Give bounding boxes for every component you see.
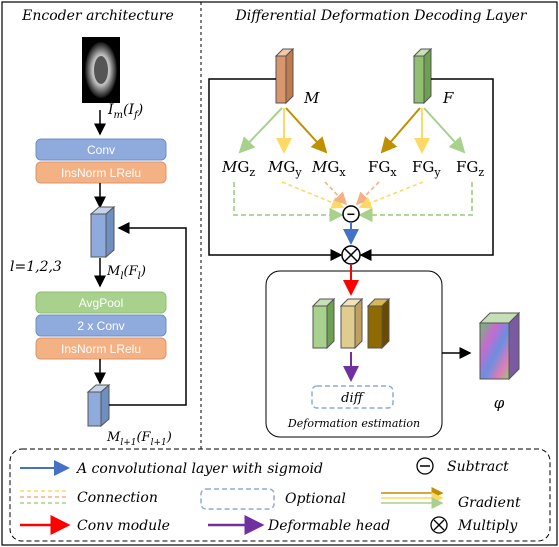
conn-fgx	[355, 181, 380, 206]
fgz-label: FGz	[456, 158, 484, 179]
conn-fgz	[358, 182, 473, 223]
f-label: F	[442, 89, 454, 107]
loop-back-arrow	[109, 222, 187, 406]
inner-box-label: Deformation estimation	[287, 417, 420, 430]
output-label: Ml+1(Fl+1)	[106, 430, 172, 448]
conn-fgy	[358, 181, 424, 209]
dashed-box-icon	[200, 488, 275, 510]
dashed-arrows-icon	[20, 490, 68, 504]
legend-label-gradient: Gradient	[458, 495, 521, 511]
mid-label: Ml(Fl)	[106, 264, 146, 282]
phi-deformation-field	[478, 311, 521, 381]
multiply-icon	[430, 516, 448, 534]
norm-block-1	[35, 161, 167, 184]
legend-label-deformable-head: Deformable head	[267, 518, 390, 534]
m-label: M	[303, 89, 320, 107]
f-skip-arrow	[359, 78, 494, 261]
double-conv-block	[35, 314, 167, 337]
conv-label: Conv	[87, 143, 115, 157]
f-block	[412, 47, 433, 105]
legend-label-optional: Optional	[285, 491, 346, 507]
m-block	[274, 47, 295, 105]
legend-label-conv-module: Conv module	[77, 518, 170, 534]
loop-label: l=1,2,3	[10, 259, 62, 275]
conn-mgx	[324, 181, 348, 206]
phi-label: φ	[494, 394, 505, 412]
norm-label-1: InsNorm LRelu	[61, 166, 141, 180]
grad-arrow-fgz	[423, 107, 466, 154]
input-label: Im(If)	[107, 102, 143, 121]
mgx-label: MGx	[311, 158, 346, 179]
left-panel-title: Encoder architecture	[21, 8, 174, 24]
mgz-label: MGz	[221, 158, 255, 179]
legend-label-sigmoid: A convolutional layer with sigmoid	[75, 461, 323, 477]
grad-arrow-mgx	[285, 107, 328, 154]
grad-arrow-fgx	[380, 107, 421, 154]
mgy-label: MGy	[267, 158, 302, 179]
deformation-estimation-box	[265, 270, 443, 438]
brain-image	[82, 37, 120, 103]
m-skip-arrow	[208, 78, 343, 261]
norm-block-2	[35, 337, 167, 360]
multiply-cross-b	[344, 248, 358, 262]
conv-stack	[311, 297, 391, 350]
avgpool-block	[35, 291, 167, 314]
legend-box	[9, 448, 551, 542]
conv-block	[35, 138, 167, 161]
norm-label-2: InsNorm LRelu	[61, 342, 141, 356]
conn-mgy	[281, 181, 345, 209]
gold-arrows-icon	[381, 487, 444, 509]
grad-arrow-mgz	[238, 107, 283, 154]
fgy-label: FGy	[412, 158, 441, 179]
avgpool-label: AvgPool	[79, 296, 123, 310]
subtract-symbol: −	[347, 206, 355, 222]
right-panel-title: Differential Deformation Decoding Layer	[235, 8, 528, 24]
legend-label-subtract: Subtract	[447, 459, 509, 475]
legend-label-multiply: Multiply	[457, 518, 518, 534]
feature-map-ml1	[86, 383, 111, 428]
fgx-label: FGx	[368, 158, 397, 179]
double-conv-label: 2 x Conv	[77, 319, 124, 333]
diff-label: diff	[341, 391, 365, 406]
legend-label-connection: Connection	[77, 490, 158, 506]
feature-map-ml	[89, 205, 116, 259]
diff-optional-box	[311, 385, 394, 409]
conn-mgz	[233, 182, 344, 223]
